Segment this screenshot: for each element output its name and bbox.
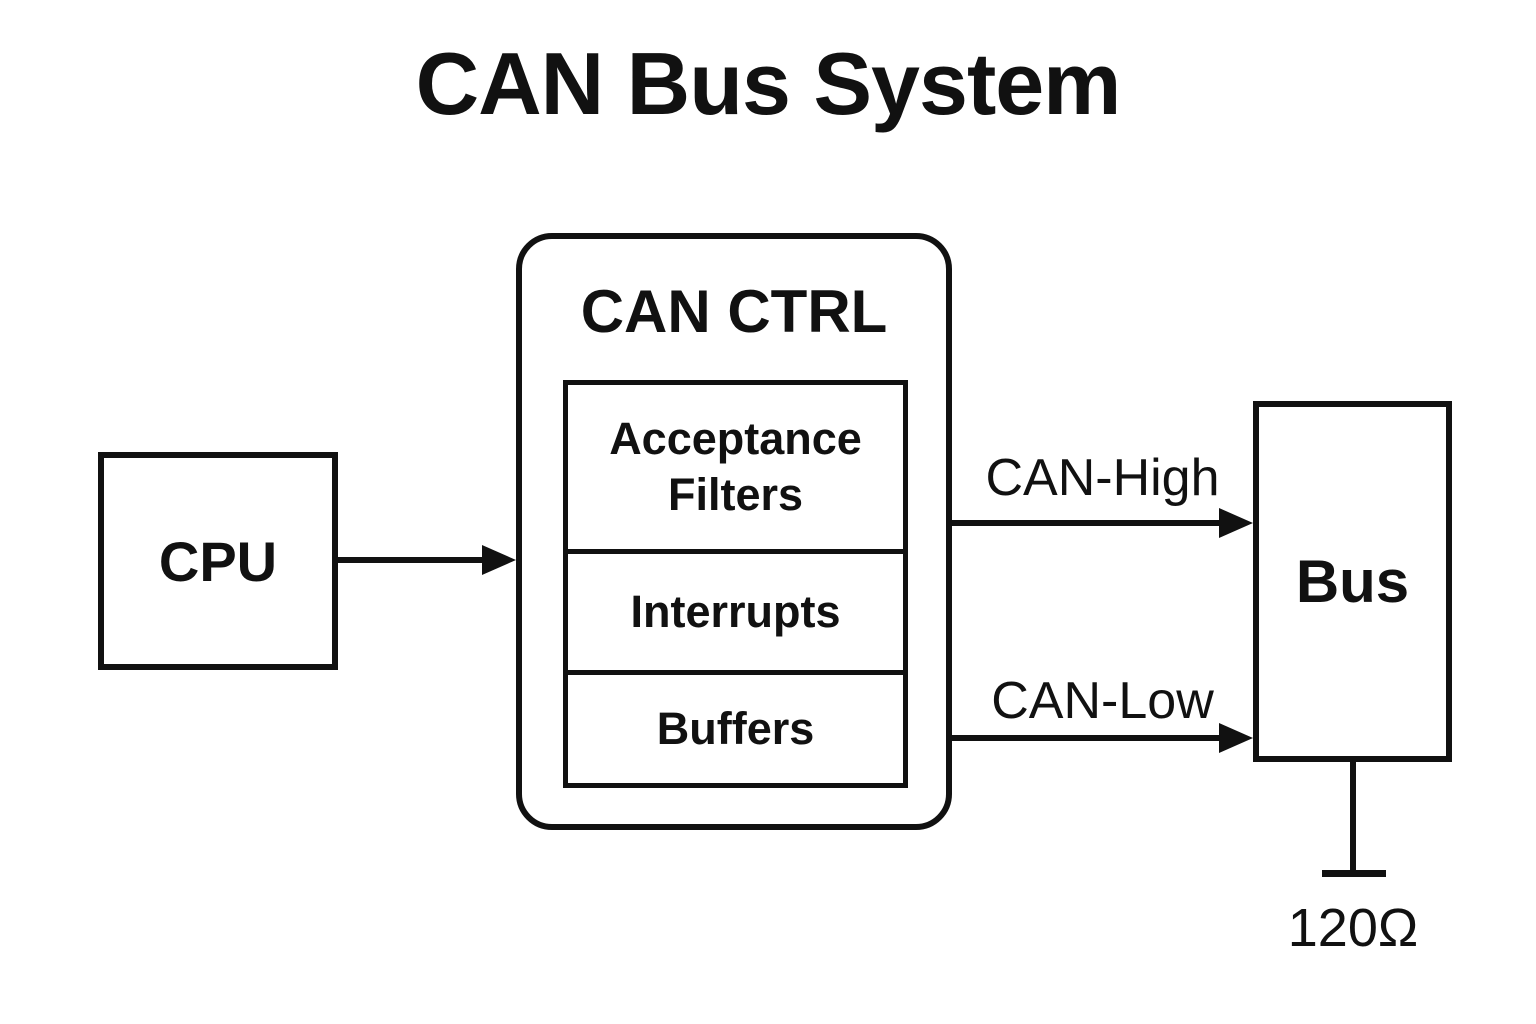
can-high-label: CAN-High xyxy=(985,449,1220,507)
diagram-title: CAN Bus System xyxy=(415,34,1122,133)
acceptance-filters-cell: Acceptance Filters xyxy=(609,412,862,520)
interrupts-cell: Interrupts xyxy=(568,549,903,670)
can-low-arrowhead-icon xyxy=(1219,723,1253,753)
cpu-to-ctrl-arrowhead-icon xyxy=(482,545,516,575)
terminator-stem-line xyxy=(1350,762,1356,873)
can-ctrl-stack: Acceptance Filters Interrupts Buffers xyxy=(563,380,908,788)
cpu-label: CPU xyxy=(158,529,278,593)
bus-node: Bus xyxy=(1253,401,1452,762)
terminator-label: 120Ω xyxy=(1287,898,1419,958)
terminator-bar-icon xyxy=(1322,870,1386,877)
can-ctrl-label: CAN CTRL xyxy=(580,278,888,345)
can-high-line xyxy=(952,520,1220,526)
bus-label: Bus xyxy=(1295,548,1410,615)
buffers-cell: Buffers xyxy=(568,670,903,783)
cpu-to-ctrl-line xyxy=(337,557,483,563)
can-high-arrowhead-icon xyxy=(1219,508,1253,538)
cpu-node: CPU xyxy=(98,452,338,670)
can-low-line xyxy=(952,735,1220,741)
can-low-label: CAN-Low xyxy=(991,672,1214,730)
